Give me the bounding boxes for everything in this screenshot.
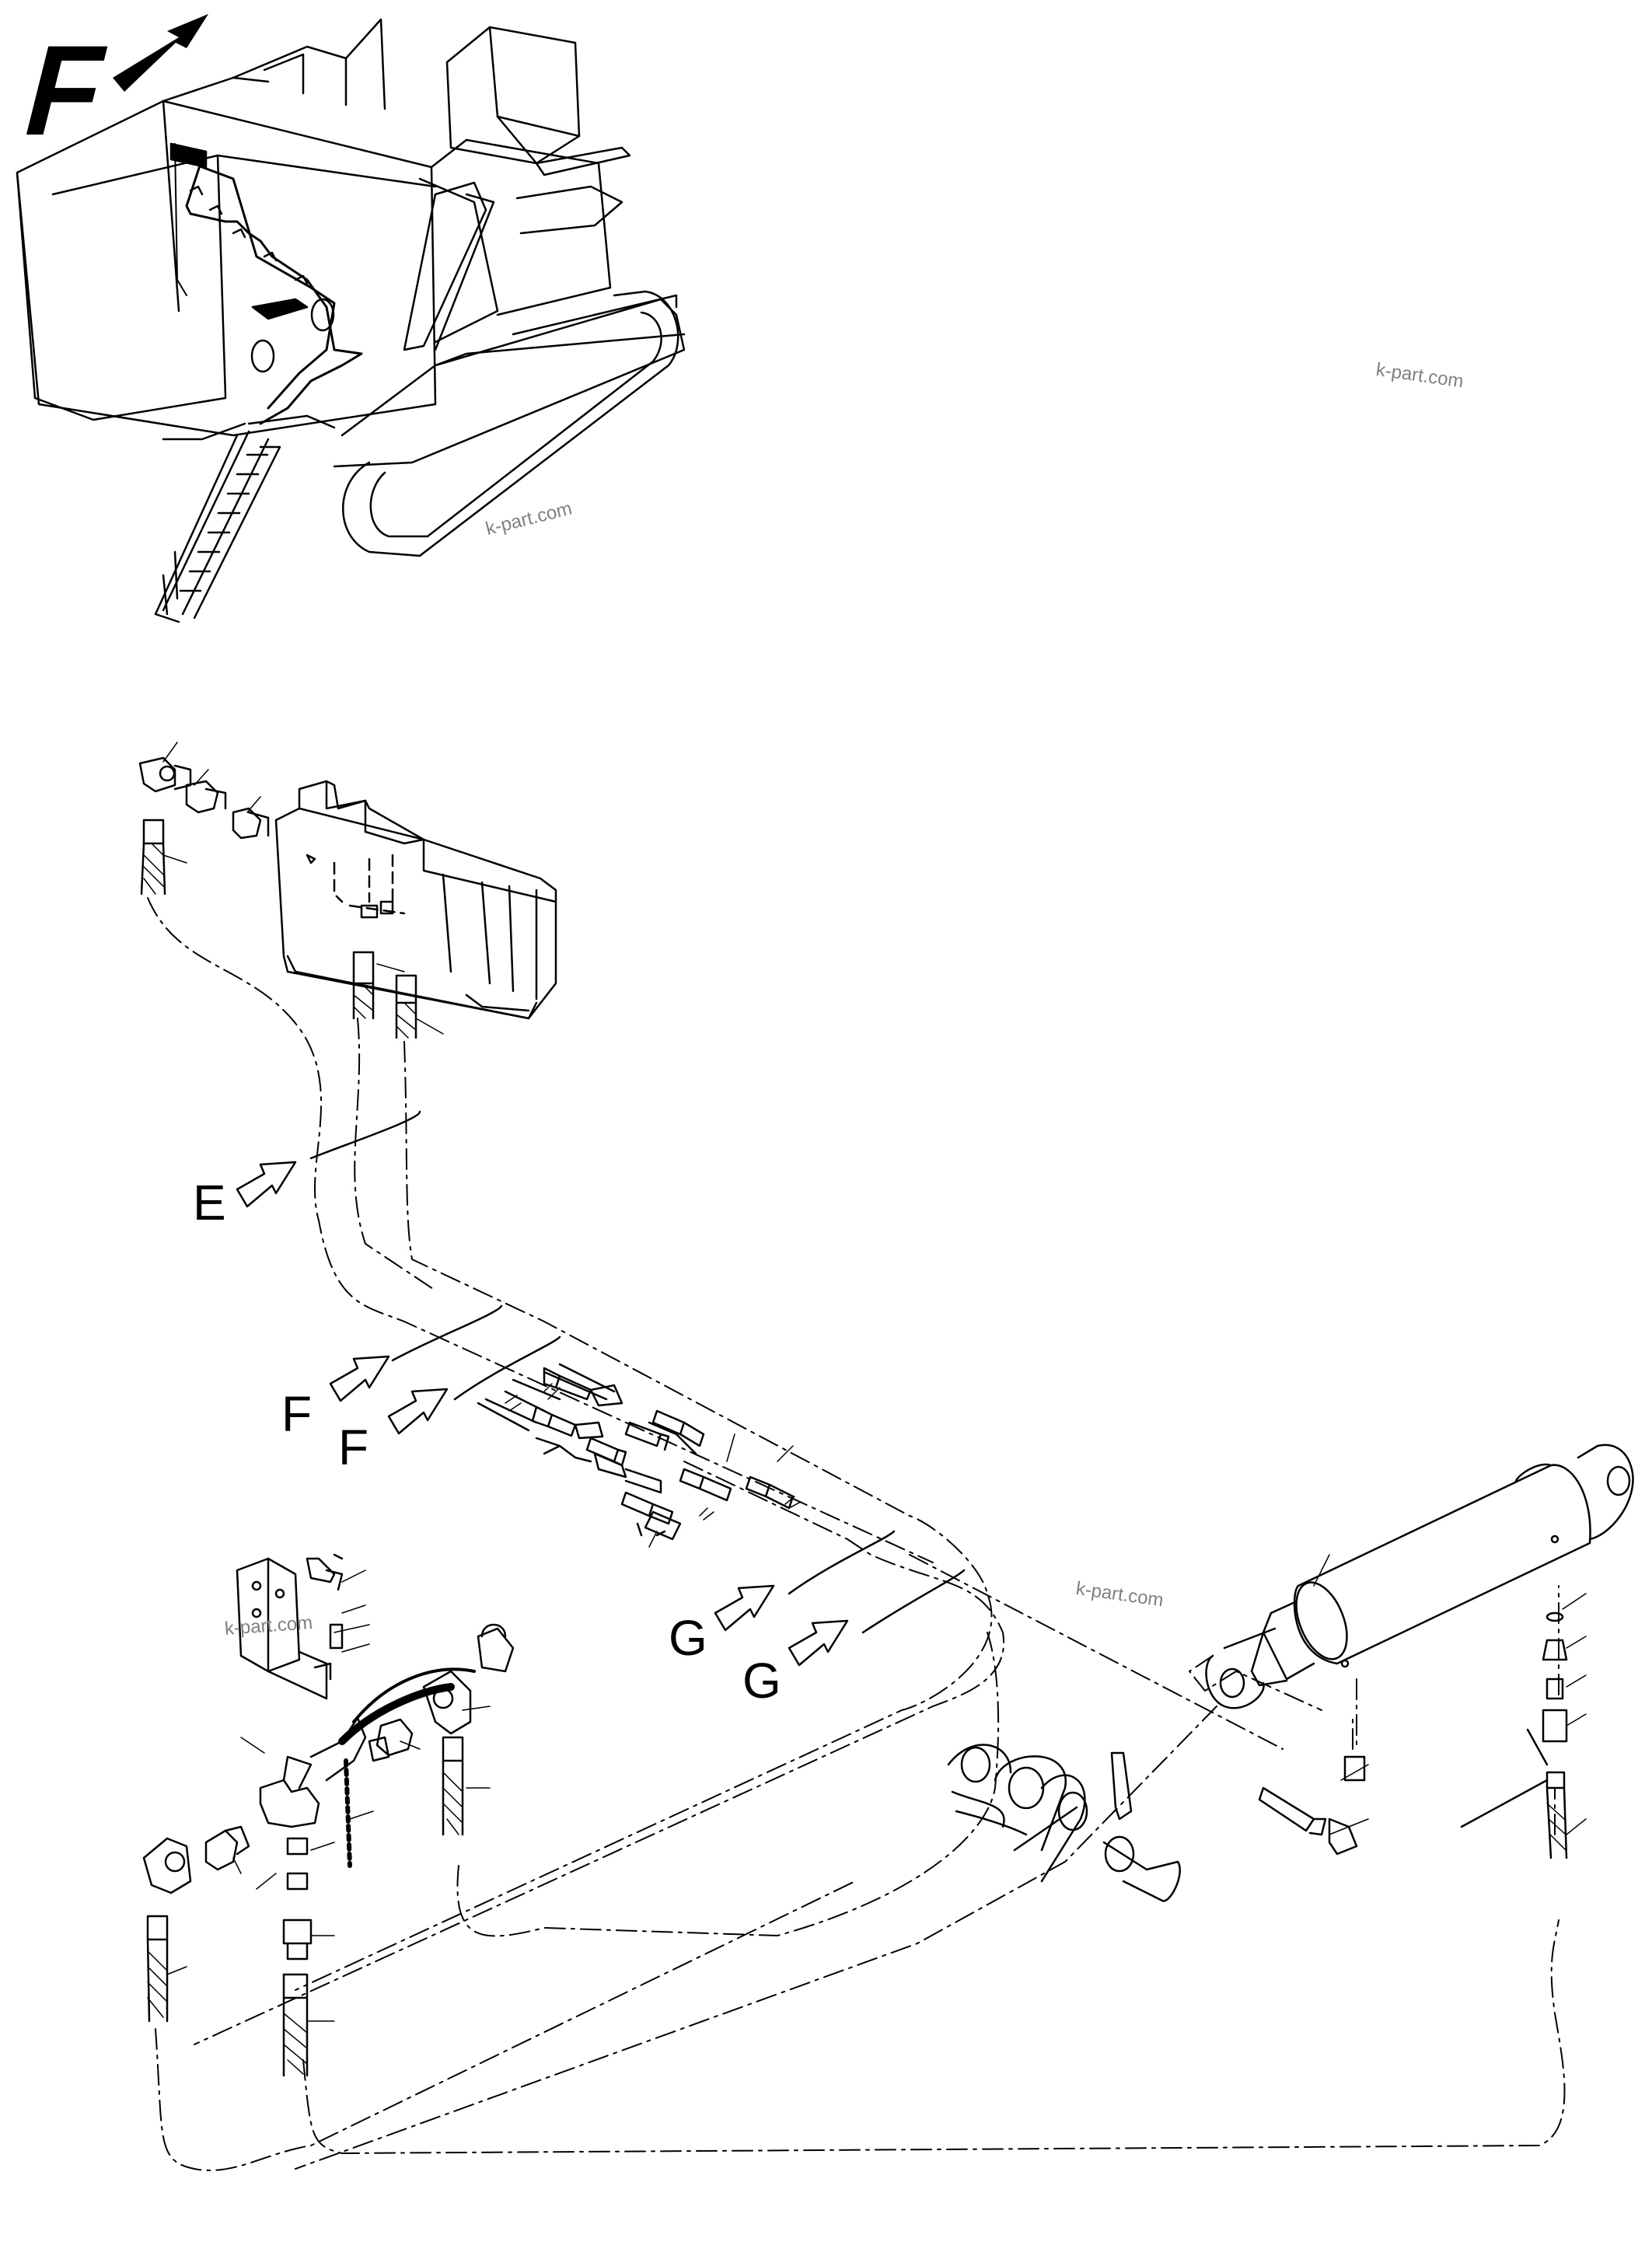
callout-arrow-icon-f1 — [329, 1355, 390, 1402]
callout-arrow-icon-e — [236, 1161, 297, 1208]
callout-label-g1: G — [669, 1610, 707, 1666]
hydraulic-cylinder — [1205, 1444, 1634, 1709]
cylinder-fittings-right — [1258, 1611, 1568, 1859]
lower-left-fittings — [142, 1553, 515, 2077]
callout-label-f1: F — [281, 1386, 313, 1442]
leader-lines — [162, 742, 1587, 2022]
control-valve-block — [138, 756, 557, 1020]
callout-label-f2: F — [338, 1419, 369, 1475]
callout-label-e: E — [193, 1175, 226, 1231]
callout-arrow-icon-g2 — [788, 1619, 849, 1667]
callout-arrows — [236, 1161, 849, 1667]
machine-overview — [16, 14, 686, 623]
hose-routing-lines — [147, 897, 1566, 2171]
view-arrow-icon — [113, 14, 208, 92]
callout-arrow-icon-g1 — [714, 1584, 775, 1632]
callout-label-g2: G — [742, 1653, 781, 1709]
hose-left-valve — [140, 819, 417, 1039]
section-breaks — [309, 1110, 966, 1634]
hose-bundle — [477, 1363, 1549, 1828]
boom-mount — [947, 1744, 1181, 1902]
callout-arrow-icon-f2 — [387, 1388, 449, 1435]
